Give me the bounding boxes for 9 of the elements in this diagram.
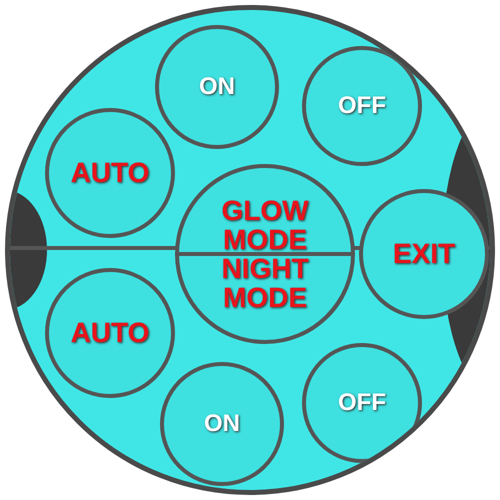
round-button: OFF <box>302 343 422 463</box>
mode-button: NIGHT MODE <box>175 254 355 344</box>
round-button: OFF <box>302 46 422 166</box>
round-button: ON <box>160 362 284 486</box>
round-button: EXIT <box>359 189 489 319</box>
round-button: ON <box>155 25 279 149</box>
round-button: AUTO <box>45 108 175 238</box>
round-button: AUTO <box>45 268 175 398</box>
mode-button: GLOW MODE <box>175 164 355 254</box>
